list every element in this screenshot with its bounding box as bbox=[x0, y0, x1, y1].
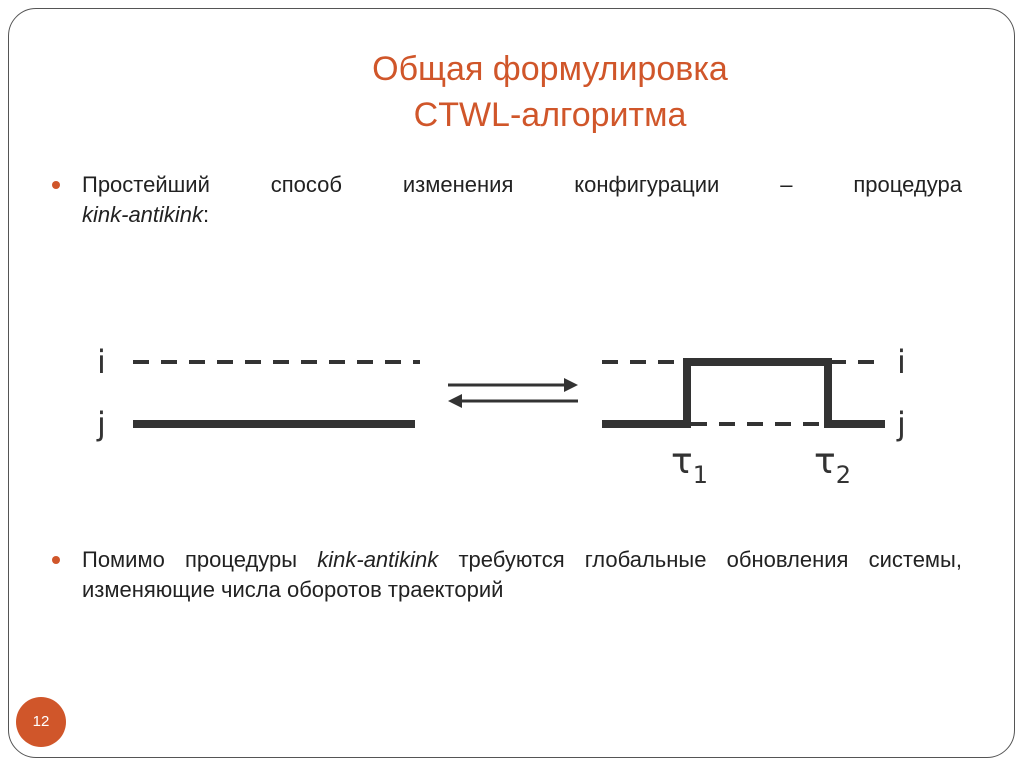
bullet-1-word: изменения bbox=[402, 172, 514, 197]
right-label-j: j bbox=[896, 405, 906, 443]
bullet-1-word: процедура bbox=[853, 172, 962, 197]
page-number-badge: 12 bbox=[16, 697, 66, 747]
title-line-1: Общая формулировка bbox=[372, 50, 728, 88]
bullet-dot-icon bbox=[52, 181, 60, 189]
bullet-item-2: Помимо процедуры kink-antikink требуются… bbox=[52, 545, 962, 605]
bullet-1-word: способ bbox=[270, 172, 342, 197]
right-label-i: i bbox=[897, 343, 906, 381]
tau1-label: τ1 bbox=[671, 441, 708, 489]
kink-antikink-term: kink-antikink bbox=[82, 202, 204, 227]
kink-antikink-path bbox=[602, 358, 885, 428]
bullet-2-text: Помимо процедуры kink-antikink требуются… bbox=[82, 545, 962, 605]
bullet-1-word: конфигурации bbox=[574, 172, 720, 197]
slide-frame bbox=[8, 8, 1015, 758]
kink-antikink-term: kink-antikink bbox=[317, 547, 439, 572]
left-label-j: j bbox=[96, 405, 106, 443]
bullet-1-line-1: Простейший способ изменения конфигурации… bbox=[82, 170, 962, 200]
bullet-item-1: Простейший способ изменения конфигурации… bbox=[52, 170, 962, 230]
bullet-2-suffix: требуются глобальные обновления системы,… bbox=[82, 547, 962, 602]
bullet-1-line-2: kink-antikink: bbox=[82, 200, 962, 230]
bullet-dot-icon bbox=[52, 556, 60, 564]
bullet-1-word: – bbox=[780, 172, 793, 197]
kink-antikink-diagram: i j i j τ1 τ2 bbox=[96, 343, 906, 489]
bullet-1-word: Простейший bbox=[82, 172, 210, 197]
bullet-1-text: Простейший способ изменения конфигурации… bbox=[82, 170, 962, 230]
title-line-2: CTWL-алгоритма bbox=[413, 96, 687, 134]
bullet-1-suffix: : bbox=[203, 202, 210, 227]
equilibrium-arrows-icon bbox=[448, 378, 578, 408]
tau2-label: τ2 bbox=[814, 441, 851, 489]
bullet-2-prefix: Помимо процедуры bbox=[82, 547, 318, 572]
slide-title: Общая формулировка CTWL-алгоритма bbox=[200, 46, 900, 138]
left-label-i: i bbox=[97, 343, 106, 381]
